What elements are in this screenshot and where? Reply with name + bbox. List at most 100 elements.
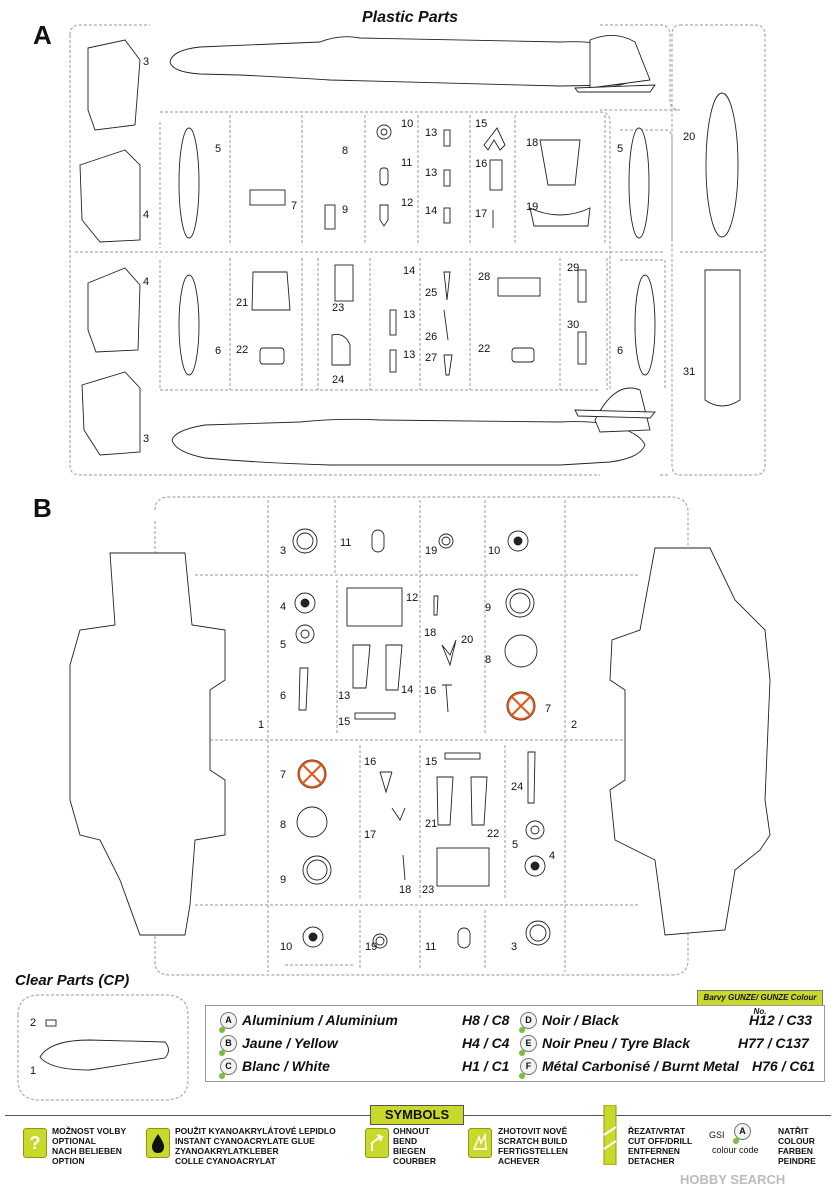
paint-name: Noir / Black [542, 1012, 620, 1028]
paint-code: H1 / C1 [462, 1058, 510, 1074]
paint-item: E Noir Pneu / Tyre Black [519, 1032, 691, 1056]
part-number: 10 [280, 941, 293, 953]
part-number: 4 [280, 601, 287, 613]
part-number: 13 [425, 127, 438, 139]
part-number: 23 [332, 302, 345, 314]
part-number: 6 [215, 345, 222, 357]
paint-item: F Métal Carbonisé / Burnt Metal [519, 1055, 739, 1079]
paint-item: A Aluminium / Aluminium [219, 1009, 398, 1033]
svg-text:?: ? [30, 1133, 41, 1153]
paint-badge-icon: C [219, 1057, 237, 1079]
section-a-label: A [33, 20, 52, 50]
part-number: 4 [143, 276, 150, 288]
part-number: 7 [291, 200, 298, 212]
part-number: 8 [485, 654, 492, 666]
colour-code-label: colour code [712, 1145, 759, 1155]
watermark: HOBBY SEARCH [680, 1172, 786, 1187]
part-number: 19 [365, 941, 378, 953]
part-number: 18 [526, 137, 539, 149]
scratch-build-icon [468, 1128, 492, 1158]
part-number: 30 [567, 319, 580, 331]
part-number: 2 [571, 719, 578, 731]
part-number: 13 [403, 309, 416, 321]
paint-table [205, 1005, 825, 1082]
part-number: 3 [511, 941, 518, 953]
part-number: 14 [403, 265, 416, 277]
paint-code: H12 / C33 [749, 1012, 813, 1028]
paint-code: H77 / C137 [738, 1035, 809, 1051]
paint-name: Blanc / White [242, 1058, 330, 1074]
paint-name: Jaune / Yellow [242, 1035, 338, 1051]
paint-badge-icon: B [219, 1034, 237, 1056]
paint-name: Métal Carbonisé / Burnt Metal [542, 1058, 739, 1074]
paint-code: H76 / C61 [752, 1058, 816, 1074]
part-number: 7 [280, 769, 287, 781]
gsi-label: GSI [709, 1130, 725, 1140]
part-number: 7 [545, 703, 552, 715]
part-number: 19 [425, 545, 438, 557]
optional-icon: ? [23, 1128, 47, 1158]
part-number: 13 [338, 690, 351, 702]
part-number: 11 [401, 157, 413, 169]
part-number: 27 [425, 352, 438, 364]
part-number: 13 [425, 167, 438, 179]
part-number: 8 [342, 145, 349, 157]
gsi-badge-icon: A [733, 1121, 756, 1144]
part-number: 2 [30, 1017, 37, 1029]
part-number: 18 [424, 627, 437, 639]
paint-badge-icon: E [519, 1034, 537, 1056]
part-number: 15 [425, 756, 438, 768]
part-number: 18 [399, 884, 412, 896]
part-number: 19 [526, 201, 539, 213]
part-number: 3 [280, 545, 287, 557]
part-number: 5 [617, 143, 624, 155]
part-number: 24 [332, 374, 345, 386]
part-number: 16 [475, 158, 488, 170]
part-number: 22 [487, 828, 500, 840]
part-number: 12 [401, 197, 414, 209]
part-number: 10 [401, 118, 414, 130]
part-number: 29 [567, 262, 580, 274]
part-number: 11 [340, 537, 352, 549]
part-number: 11 [425, 941, 437, 953]
paint-badge-icon: A [219, 1011, 237, 1033]
clear-parts-title: Clear Parts (CP) [15, 972, 130, 989]
part-number: 9 [342, 204, 349, 216]
part-number: 1 [258, 719, 265, 731]
paint-name: Aluminium / Aluminium [242, 1012, 398, 1028]
glue-icon [146, 1128, 170, 1158]
part-number: 20 [683, 131, 696, 143]
paint-name: Noir Pneu / Tyre Black [542, 1035, 691, 1051]
part-number: 13 [403, 349, 416, 361]
part-number: 6 [280, 690, 287, 702]
part-number: 1 [30, 1065, 37, 1077]
part-number: 25 [425, 287, 438, 299]
part-number: 4 [549, 850, 556, 862]
paint-code: H4 / C4 [462, 1035, 510, 1051]
part-number: 16 [364, 756, 377, 768]
part-number: 14 [425, 205, 438, 217]
part-number: 6 [617, 345, 624, 357]
part-number: 9 [485, 602, 492, 614]
paint-item: C Blanc / White [219, 1055, 330, 1079]
part-number: 21 [236, 297, 249, 309]
part-number: 3 [143, 433, 150, 445]
part-number: 3 [143, 56, 150, 68]
part-number: 16 [424, 685, 437, 697]
part-number: 10 [488, 545, 501, 557]
section-b-label: B [33, 493, 52, 523]
part-number: 15 [475, 118, 488, 130]
part-number: 9 [280, 874, 287, 886]
page-title: Plastic Parts [362, 9, 459, 26]
paint-badge-icon: F [519, 1057, 537, 1079]
part-number: 22 [478, 343, 491, 355]
part-number: 21 [425, 818, 438, 830]
paint-item: B Jaune / Yellow [219, 1032, 338, 1056]
